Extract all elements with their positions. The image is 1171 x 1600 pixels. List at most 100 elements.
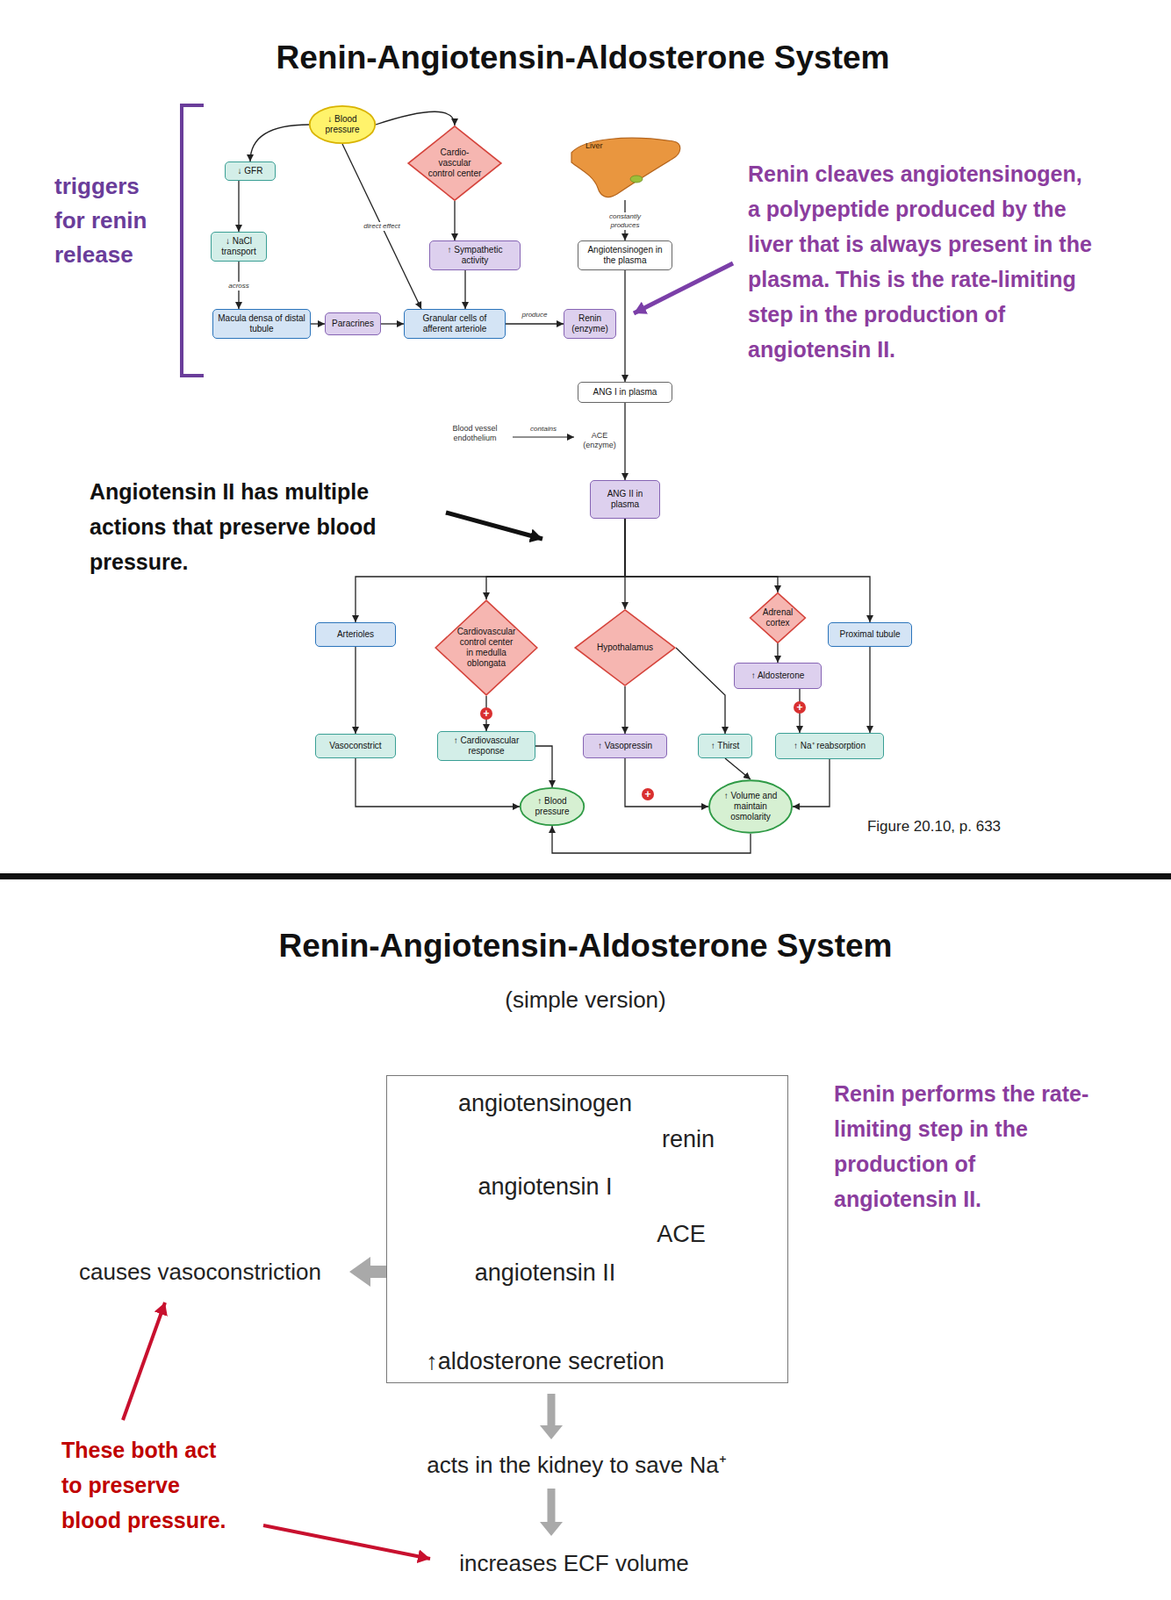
connector (792, 759, 830, 807)
control-diamond: Adrenal cortex (749, 592, 806, 644)
connector (486, 518, 626, 600)
leader-arrow (512, 436, 575, 438)
label-holder: acts in the kidney to save Na⁺ (426, 1448, 726, 1480)
connector (505, 323, 564, 324)
response-box: ↑ Cardiovascular response (437, 731, 536, 762)
tissue-box: Granular cells of afferent arteriole (403, 308, 506, 339)
enzyme-box: Renin (enzyme) (563, 308, 617, 339)
connector (310, 323, 325, 324)
annotation: Renin performs the rate-limiting step in… (833, 1076, 1093, 1217)
node-text: Adrenal cortex (761, 607, 795, 629)
oval-shape (709, 780, 792, 834)
connector (342, 143, 422, 309)
tissue-box: Arterioles (315, 622, 396, 647)
label-holder: constantly produces (597, 212, 653, 230)
node-text: Granular cells of afferent arteriole (408, 313, 502, 335)
label-holder: contains (530, 424, 557, 433)
label-holder: + (641, 788, 654, 801)
panel-subtitle: (simple version) (504, 986, 667, 1014)
diamond-shape (750, 593, 806, 644)
summary-box: angiotensinogenreninangiotensin IACEangi… (386, 1075, 789, 1384)
node-text: ANG I in plasma (581, 387, 669, 398)
callout-arrow (633, 263, 733, 314)
node-text: ANG II in plasma (594, 488, 656, 511)
liver-outline (567, 133, 683, 201)
effect-text: increases ECF volume (459, 1550, 690, 1578)
connector (380, 323, 404, 324)
connector (375, 111, 455, 126)
callout-arrow (445, 512, 543, 539)
label-holder: Blood vessel endothelium (439, 423, 511, 444)
substance-box: Angiotensinogen in the plasma (577, 240, 673, 271)
text-holder: angiotensinogen (458, 1090, 633, 1118)
node-text: Proximal tubule (832, 629, 908, 640)
annotation: Angiotensin II has multiple actions that… (89, 474, 441, 580)
liver-organ: Liver (567, 133, 683, 201)
label-holder: causes vasoconstriction (79, 1258, 322, 1286)
edge-label: produce (520, 310, 550, 320)
callout-arrow (122, 1302, 166, 1421)
connector (725, 758, 751, 780)
arrow-label: contains (530, 424, 557, 433)
node-text: ↑ Sympathetic activity (433, 244, 517, 266)
oval-shape (520, 788, 585, 826)
node-text: ↓ GFR (229, 165, 272, 177)
label-holder: (simple version) (504, 986, 667, 1014)
label-holder: ACE (enzyme) (578, 431, 621, 451)
connector (355, 758, 520, 807)
edge-label: direct effect (361, 222, 402, 231)
diamond-shape (574, 610, 676, 686)
signal-box: ↑ Sympathetic activity (429, 240, 521, 271)
control-diamond: Hypothalamus (574, 609, 676, 687)
response-box: ↑ Thirst (697, 733, 753, 759)
label-holder: Figure 20.10, p. 633 (867, 818, 1001, 836)
process-box: ↓ GFR (224, 161, 276, 181)
node-text: Renin (enzyme) (567, 313, 612, 335)
caption: Figure 20.10, p. 633 (867, 818, 1001, 836)
chain-text: angiotensin I (477, 1173, 612, 1201)
connector (552, 826, 751, 854)
connector (624, 686, 626, 734)
chain-text: ACE (656, 1221, 706, 1249)
connector (624, 402, 626, 481)
plus-sign: + (480, 707, 493, 720)
control-diamond: Cardiovascular control center in medulla… (434, 599, 539, 697)
node-text: ↑ Blood pressure (528, 796, 576, 818)
connector (535, 746, 553, 788)
hormone-box: ↑ Aldosterone (733, 662, 822, 690)
label-holder: triggers for renin release (54, 169, 165, 273)
tissue-box: Proximal tubule (827, 622, 913, 647)
node-text: ↑ Cardiovascular response (441, 735, 532, 757)
plus-sign: + (641, 788, 654, 801)
chain-text: angiotensinogen (458, 1090, 633, 1118)
panel-divider (0, 873, 1171, 880)
process-box: ↓ NaCl transport (210, 231, 267, 262)
connector (625, 758, 709, 807)
panel-title: Renin-Angiotensin-Aldosterone System (279, 927, 893, 965)
flow-arrow (539, 1488, 563, 1537)
label-holder: increases ECF volume (459, 1550, 690, 1578)
edge-label: ACE (enzyme) (578, 431, 621, 451)
label-holder: + (480, 707, 493, 720)
tissue-label: Blood vessel endothelium (439, 423, 511, 444)
node-text: Vasoconstrict (319, 740, 392, 752)
node-text: ↑ Thirst (702, 740, 748, 752)
substance-box: ANG I in plasma (577, 381, 673, 403)
annotation: Renin cleaves angiotensinogen, a polypep… (747, 156, 1100, 367)
text-holder: angiotensin II (474, 1259, 617, 1287)
node-text: Arterioles (319, 629, 392, 640)
hormone-box: ↑ Vasopressin (582, 733, 668, 759)
diamond-shape (435, 600, 538, 696)
label-holder: across (226, 281, 252, 291)
plus-sign: + (793, 701, 806, 714)
title: Renin-Angiotensin-Aldosterone System (276, 39, 891, 77)
connector (464, 270, 466, 309)
connector (354, 646, 356, 734)
outcome-oval: ↑ Volume and maintain osmolarity (708, 779, 793, 834)
bracket (181, 105, 204, 376)
node-text: Paracrines (329, 318, 377, 330)
connector (776, 643, 778, 663)
text-holder: ACE (656, 1221, 706, 1249)
annotation: triggers for renin release (54, 169, 165, 273)
